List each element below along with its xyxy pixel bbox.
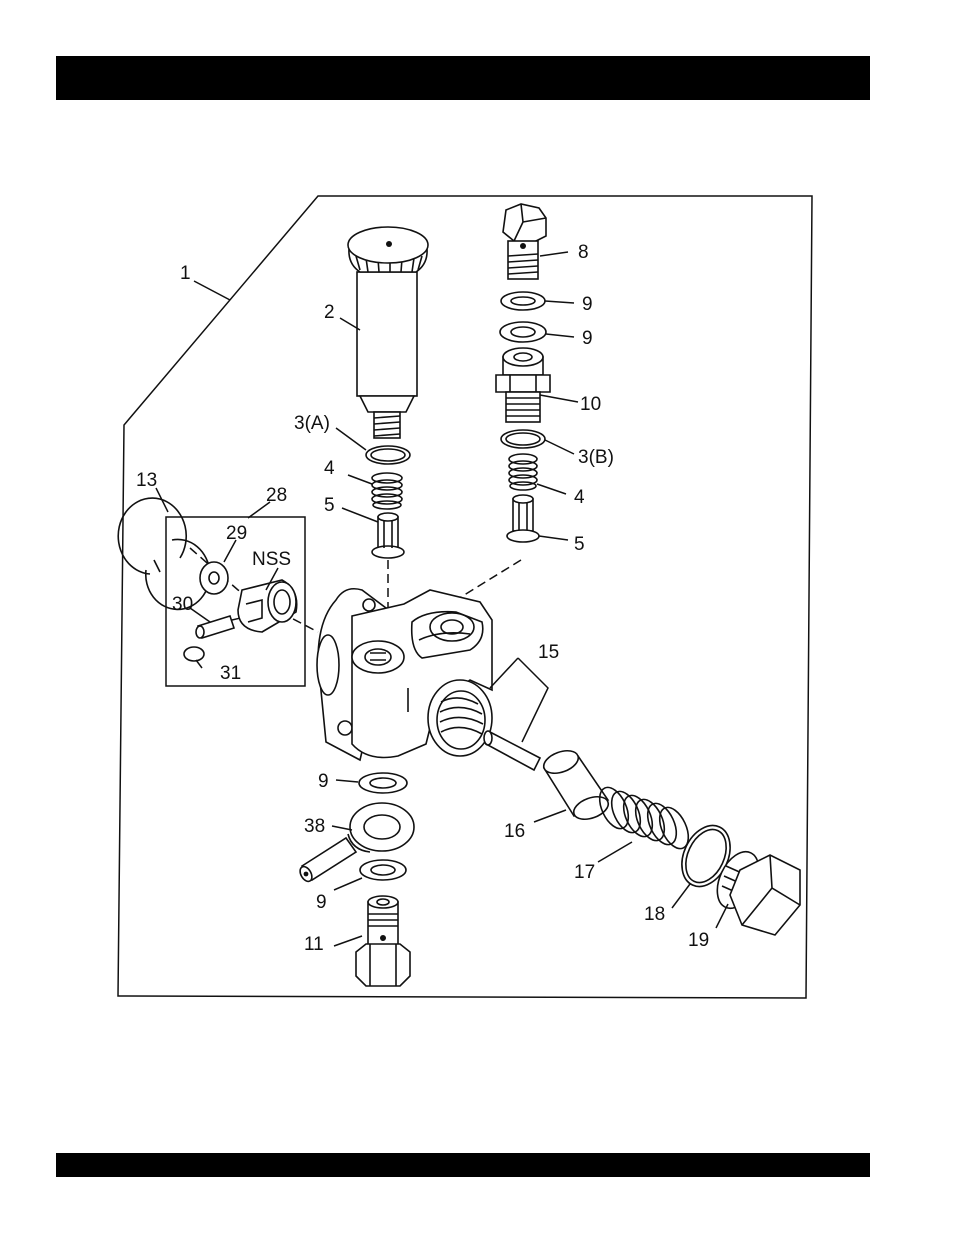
callout-9-bottom-a: 9	[318, 771, 329, 792]
part-15-pin	[484, 731, 540, 770]
callout-4-left: 4	[324, 458, 335, 479]
part-17-spring	[594, 783, 694, 853]
callout-2: 2	[324, 302, 335, 323]
callout-9-top-b: 9	[582, 328, 593, 349]
part-11-banjo-bolt	[356, 896, 410, 986]
part-8-banjo-bolt	[503, 204, 546, 279]
part-4-spring-right	[509, 454, 537, 490]
part-9-washer-d	[360, 860, 406, 880]
callout-8: 8	[578, 242, 589, 263]
callout-3b: 3(B)	[578, 447, 614, 468]
pump-body	[317, 589, 492, 760]
callout-3a: 3(A)	[294, 413, 330, 434]
part-9-washer-a	[501, 292, 545, 310]
callout-18: 18	[644, 904, 665, 925]
part-5-valve-left	[372, 513, 404, 558]
callout-30: 30	[172, 594, 193, 615]
callout-13: 13	[136, 470, 157, 491]
part-10-holder	[496, 348, 550, 422]
part-30-pin	[196, 616, 234, 638]
callout-nss: NSS	[252, 549, 291, 570]
part-2-priming-pump	[348, 227, 428, 438]
callout-28: 28	[266, 485, 287, 506]
callout-1: 1	[180, 263, 191, 284]
callout-19: 19	[688, 930, 709, 951]
part-5-valve-right	[507, 495, 539, 542]
part-31-clip	[184, 647, 204, 661]
callout-16: 16	[504, 821, 525, 842]
callout-29: 29	[226, 523, 247, 544]
part-16-piston	[541, 746, 612, 823]
callout-10: 10	[580, 394, 601, 415]
callout-5-left: 5	[324, 495, 335, 516]
callout-9-bottom-b: 9	[316, 892, 327, 913]
part-9-washer-b	[500, 322, 546, 342]
callout-9-top-a: 9	[582, 294, 593, 315]
part-29-roller	[200, 562, 228, 594]
callout-5-right: 5	[574, 534, 585, 555]
part-4-spring-left	[372, 473, 402, 509]
callout-4-right: 4	[574, 487, 585, 508]
callout-38: 38	[304, 816, 325, 837]
part-9-washer-c	[359, 773, 407, 793]
callout-11: 11	[304, 934, 324, 955]
callout-15: 15	[538, 642, 559, 663]
callout-17: 17	[574, 862, 595, 883]
callout-31: 31	[220, 663, 241, 684]
